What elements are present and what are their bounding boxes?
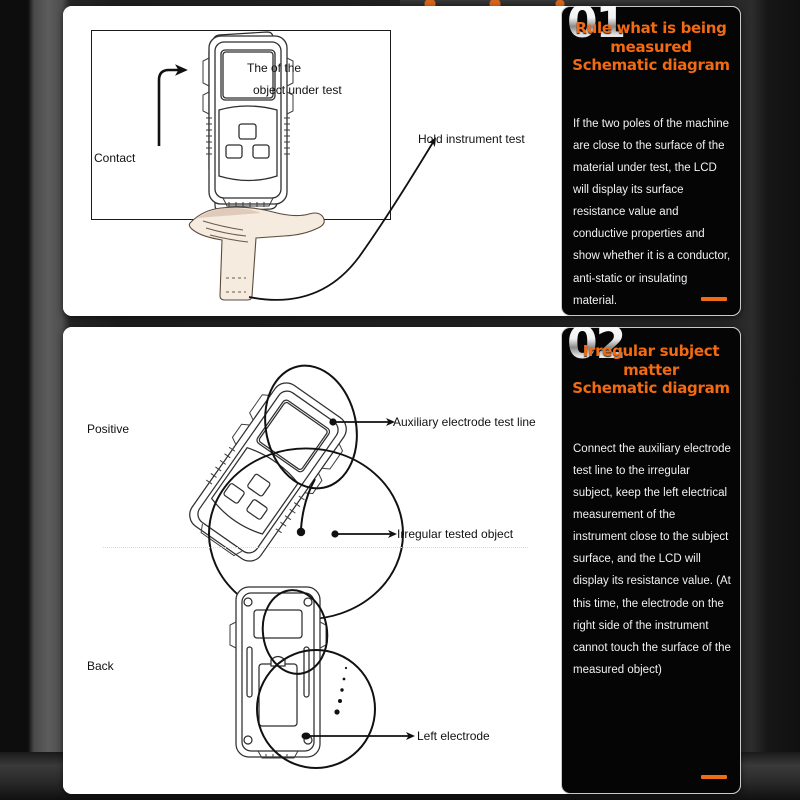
diagram-dotted-separator	[103, 547, 528, 548]
label-auxiliary-electrode: Auxiliary electrode test line	[393, 415, 536, 429]
label-contact: Contact	[94, 151, 136, 165]
section-number-02: 02	[567, 327, 626, 366]
section-title-01-line3: Schematic diagram	[572, 56, 730, 75]
diagram-svg-02	[189, 364, 415, 769]
label-positive: Positive	[87, 422, 130, 436]
section-title-02: Irregular subject matter Schematic diagr…	[570, 342, 732, 398]
section-card-02: Positive Auxiliary electrode test line I…	[63, 327, 741, 794]
background-top-bleed	[400, 0, 680, 9]
label-irregular-object: Irregular tested object	[397, 527, 514, 541]
label-hold-instrument: Hold instrument test	[418, 132, 525, 146]
label-object-line2: object under test	[253, 83, 342, 97]
section-title-02-line2: matter	[623, 360, 679, 379]
section-title-01-line2: measured	[610, 37, 692, 56]
section-title-02-line1: Irregular subject	[582, 342, 720, 360]
section-title-01-line1: Rule what is being	[575, 19, 727, 37]
diagram-frame-01	[91, 30, 391, 220]
accent-rule-01	[701, 297, 727, 301]
label-back: Back	[87, 659, 114, 673]
section-number-01: 01	[567, 6, 626, 45]
label-object-line1: The of the	[247, 61, 302, 75]
section-body-02: Connect the auxiliary electrode test lin…	[573, 443, 731, 676]
info-pane-01: 01 Rule what is being measured Schematic…	[561, 6, 741, 316]
diagram-pane-02: Positive Auxiliary electrode test line I…	[63, 327, 563, 794]
section-card-01: Contact The of the object under test Hol…	[63, 6, 741, 316]
info-pane-02: 02 Irregular subject matter Schematic di…	[561, 327, 741, 794]
section-body-01: If the two poles of the machine are clos…	[573, 118, 731, 307]
section-title-01: Rule what is being measured Schematic di…	[570, 19, 732, 75]
accent-rule-02	[701, 775, 727, 779]
section-title-02-line3: Schematic diagram	[572, 379, 730, 398]
diagram-pane-01: Contact The of the object under test Hol…	[63, 6, 563, 316]
label-left-electrode: Left electrode	[417, 729, 490, 743]
